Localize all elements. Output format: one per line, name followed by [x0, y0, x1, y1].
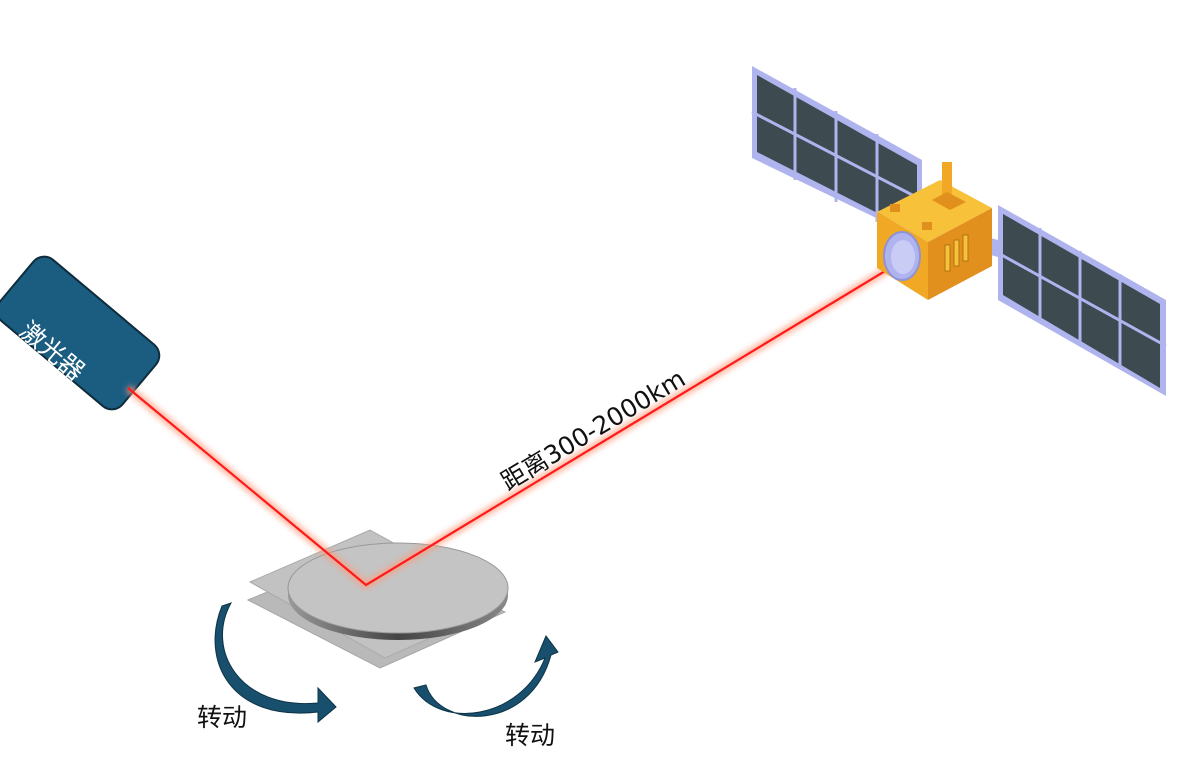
satellite: [751, 66, 1167, 396]
laser-device: [0, 255, 161, 411]
rotation-arrow-left: [214, 602, 337, 724]
rotation-label-right: 转动: [505, 721, 556, 750]
rotation-arrow-right: [413, 635, 559, 717]
rotating-mirror-platform: [246, 529, 509, 669]
laser-beam: [125, 258, 903, 590]
rotation-label-left: 转动: [197, 703, 248, 732]
